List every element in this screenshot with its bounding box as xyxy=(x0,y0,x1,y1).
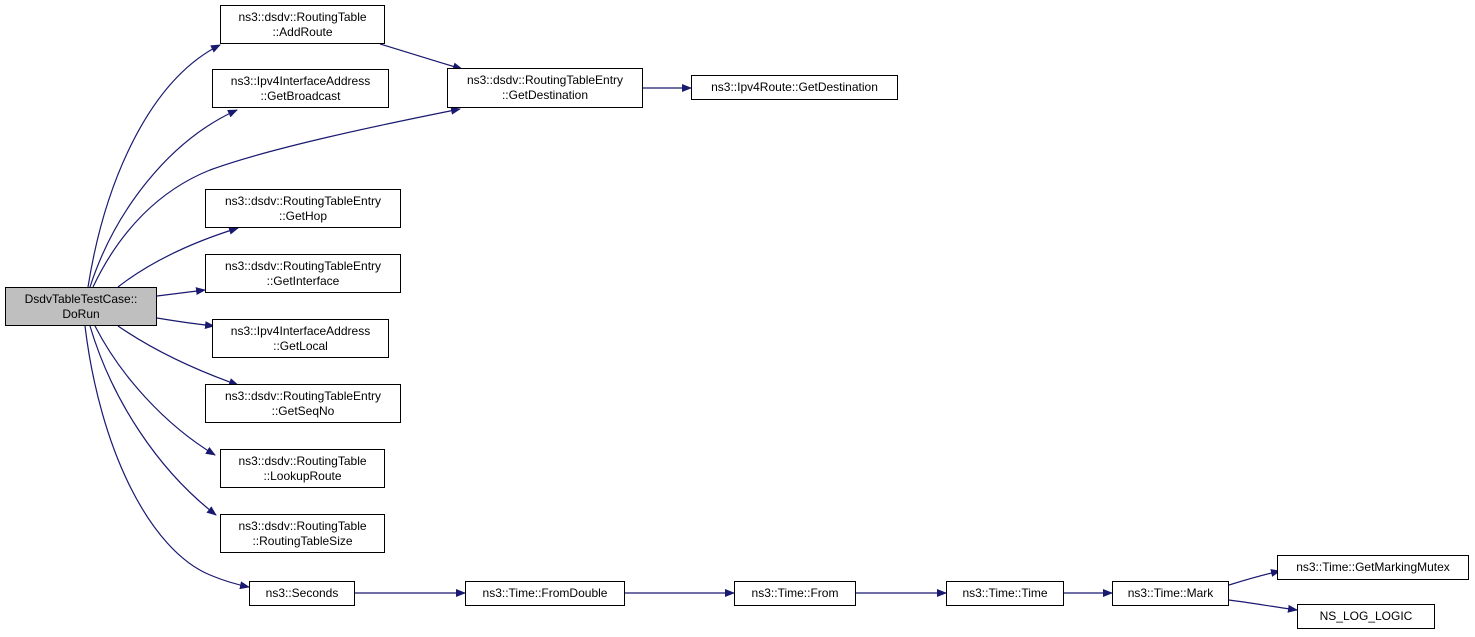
node-label-line2: ::GetDestination xyxy=(501,88,589,102)
node-label-line1: ns3::dsdv::RoutingTableEntry xyxy=(224,193,382,208)
node-time-mark[interactable]: ns3::Time::Mark xyxy=(1112,581,1229,606)
node-label-line1: ns3::Time::Time xyxy=(962,586,1048,600)
node-label-line1: ns3::dsdv::RoutingTable xyxy=(238,9,367,24)
node-routing-table-entry-get-destination[interactable]: ns3::dsdv::RoutingTableEntry ::GetDestin… xyxy=(447,68,643,108)
node-label-line1: ns3::dsdv::RoutingTableEntry xyxy=(224,388,382,403)
node-time-from[interactable]: ns3::Time::From xyxy=(734,581,856,606)
node-label-line1: NS_LOG_LOGIC xyxy=(1319,609,1413,623)
edge-root-to-routing_table_size xyxy=(89,325,217,516)
edge-root-to-get_local xyxy=(156,317,215,330)
node-ipv4-interface-address-get-local[interactable]: ns3::Ipv4InterfaceAddress ::GetLocal xyxy=(212,319,389,358)
node-routing-table-entry-get-seqno[interactable]: ns3::dsdv::RoutingTableEntry ::GetSeqNo xyxy=(205,384,401,423)
edge-root-to-get_seqno xyxy=(117,325,239,386)
edge-root-to-lookup_route xyxy=(94,325,216,456)
edge-root-to-get_hop xyxy=(117,226,239,288)
node-label-line1: DsdvTableTestCase:: xyxy=(24,291,138,306)
node-label-line2: ::GetLocal xyxy=(273,338,328,353)
node-label-line1: ns3::dsdv::RoutingTable xyxy=(238,518,367,533)
edge-mark-to-ns_log_logic xyxy=(1228,599,1298,613)
node-ipv4-route-get-destination[interactable]: ns3::Ipv4Route::GetDestination xyxy=(691,75,898,100)
node-label-line1: ns3::Time::FromDouble xyxy=(482,586,608,600)
node-label-line1: ns3::Time::GetMarkingMutex xyxy=(1296,560,1450,574)
node-routing-table-lookup-route[interactable]: ns3::dsdv::RoutingTable ::LookupRoute xyxy=(220,449,385,488)
node-label-line2: ::GetSeqNo xyxy=(271,403,335,418)
edge-root-to-add_route xyxy=(87,44,221,288)
node-label-line2: DoRun xyxy=(62,306,100,321)
edge-root-to-seconds xyxy=(84,325,250,590)
node-routing-table-entry-get-hop[interactable]: ns3::dsdv::RoutingTableEntry ::GetHop xyxy=(205,189,401,228)
edge-root-to-get_broadcast xyxy=(89,109,238,288)
node-label-line1: ns3::dsdv::RoutingTableEntry xyxy=(466,73,624,87)
node-label-line2: ::GetBroadcast xyxy=(260,88,341,103)
node-ipv4-interface-address-get-broadcast[interactable]: ns3::Ipv4InterfaceAddress ::GetBroadcast xyxy=(212,69,389,108)
edge-mark-to-get_marking_mutex xyxy=(1228,569,1281,586)
node-label-line1: ns3::Time::From xyxy=(751,586,839,600)
node-label-line2: ::AddRoute xyxy=(272,24,333,39)
edge-add_route-to-rte_get_destination xyxy=(379,43,463,71)
node-label-line2: ::LookupRoute xyxy=(263,468,342,483)
node-dsdv-table-test-case-dorun: DsdvTableTestCase:: DoRun xyxy=(5,287,157,326)
edge-root-to-get_interface xyxy=(156,287,206,297)
node-time-get-marking-mutex[interactable]: ns3::Time::GetMarkingMutex xyxy=(1277,555,1469,580)
node-label-line1: ns3::Ipv4InterfaceAddress xyxy=(230,73,371,88)
node-label-line2: ::GetInterface xyxy=(266,273,340,288)
node-routing-table-routing-table-size[interactable]: ns3::dsdv::RoutingTable ::RoutingTableSi… xyxy=(220,514,385,553)
node-time-time[interactable]: ns3::Time::Time xyxy=(946,581,1064,606)
node-ns-log-logic[interactable]: NS_LOG_LOGIC xyxy=(1297,604,1435,629)
node-routing-table-entry-get-interface[interactable]: ns3::dsdv::RoutingTableEntry ::GetInterf… xyxy=(205,254,401,293)
node-time-from-double[interactable]: ns3::Time::FromDouble xyxy=(465,581,625,606)
node-routing-table-add-route[interactable]: ns3::dsdv::RoutingTable ::AddRoute xyxy=(220,5,385,44)
node-label-line1: ns3::Ipv4InterfaceAddress xyxy=(230,323,371,338)
node-seconds[interactable]: ns3::Seconds xyxy=(249,581,355,606)
node-label-line1: ns3::dsdv::RoutingTable xyxy=(238,453,367,468)
node-label-line1: ns3::dsdv::RoutingTableEntry xyxy=(224,258,382,273)
node-label-line1: ns3::Ipv4Route::GetDestination xyxy=(711,80,878,94)
node-label-line1: ns3::Time::Mark xyxy=(1127,586,1214,600)
edge-root-to-rte_get_destination xyxy=(92,106,461,288)
node-label-line1: ns3::Seconds xyxy=(265,586,339,600)
node-label-line2: ::GetHop xyxy=(278,208,328,223)
node-label-line2: ::RoutingTableSize xyxy=(252,533,353,548)
